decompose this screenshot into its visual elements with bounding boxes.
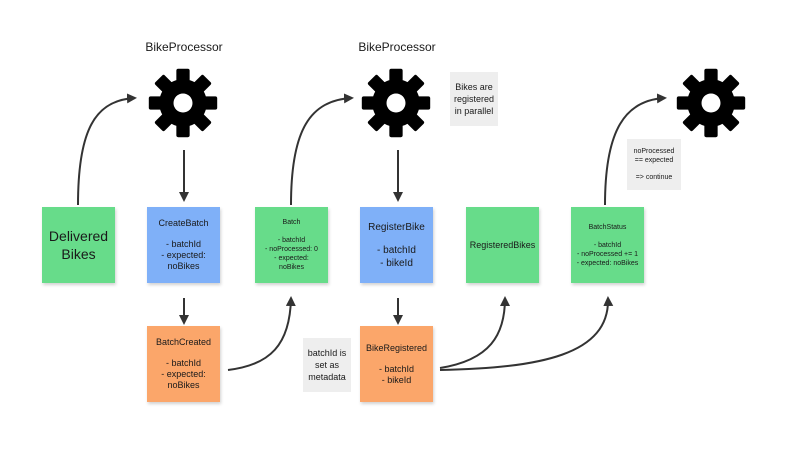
note-batch-status: BatchStatus - batchId - noProcessed += 1…: [571, 207, 644, 283]
comment-line: set as: [314, 360, 339, 370]
note-register-bike: RegisterBike - batchId - bikeId: [360, 207, 433, 283]
note-batch-created: BatchCreated - batchId - expected: noBik…: [147, 326, 220, 402]
comment-line: registered: [453, 94, 495, 104]
processor-label-2: BikeProcessor: [358, 40, 436, 54]
note-line: - expected: noBikes: [576, 259, 639, 267]
gear-icon: [148, 68, 218, 138]
note-line: - bikeId: [381, 374, 412, 385]
note-line: noBikes: [279, 264, 304, 271]
comment-line: noProcessed: [633, 148, 675, 155]
comment-continue: noProcessed == expected => continue: [627, 139, 681, 190]
comment-line: batchId is: [307, 348, 347, 358]
note-line: - batchId: [378, 363, 415, 374]
note-bike-registered: BikeRegistered - batchId - bikeId: [360, 326, 433, 402]
arrow-bikeregistered-to-batchstatus: [439, 296, 614, 371]
comment-metadata: batchId is set as metadata: [303, 338, 351, 392]
comment-line: in parallel: [454, 106, 494, 116]
note-title: RegisterBike: [368, 221, 425, 233]
note-delivered-bikes: Delivered Bikes: [42, 207, 115, 283]
note-title: Batch: [282, 219, 301, 226]
note-line: - batchId: [593, 241, 622, 249]
arrow-batch-to-processor2: [290, 93, 354, 206]
arrow-batchcreated-to-batch: [227, 296, 296, 371]
note-line: - batchId: [277, 237, 306, 244]
gear-icon: [361, 68, 431, 138]
note-line: noBikes: [167, 380, 200, 390]
note-registered-bikes: RegisteredBikes: [466, 207, 539, 283]
processor-label-1: BikeProcessor: [145, 40, 223, 54]
arrow-bikeregistered-to-registeredbikes: [439, 296, 510, 369]
note-title: RegisteredBikes: [469, 239, 536, 250]
note-line: - batchId: [377, 244, 416, 256]
note-line: - batchId: [165, 239, 202, 249]
note-create-batch: CreateBatch - batchId - expected: noBike…: [147, 207, 220, 283]
note-line: - expected:: [161, 250, 206, 260]
arrow-delivered-to-processor1: [77, 93, 137, 206]
comment-line: Bikes are: [455, 82, 493, 92]
note-title: BikeRegistered: [365, 342, 428, 353]
gear-icon: [676, 68, 746, 138]
note-title: BatchStatus: [588, 223, 627, 231]
note-line: - noProcessed: 0: [265, 246, 318, 253]
note-line: - batchId: [165, 358, 202, 368]
note-title: Delivered Bikes: [48, 228, 109, 262]
note-line: - noProcessed += 1: [576, 250, 639, 258]
note-title: CreateBatch: [158, 218, 209, 228]
comment-line: == expected: [634, 157, 674, 164]
note-title: BatchCreated: [155, 337, 212, 347]
comment-parallel: Bikes are registered in parallel: [450, 72, 498, 126]
comment-line: => continue: [635, 174, 673, 181]
note-line: noBikes: [167, 261, 200, 271]
note-line: - expected:: [161, 369, 206, 379]
comment-line: metadata: [308, 372, 346, 382]
note-line: - bikeId: [380, 257, 413, 269]
arrow-batchstatus-to-processor3: [604, 93, 667, 206]
note-batch: Batch - batchId - noProcessed: 0 - expec…: [255, 207, 328, 283]
note-line: - expected:: [274, 255, 309, 262]
